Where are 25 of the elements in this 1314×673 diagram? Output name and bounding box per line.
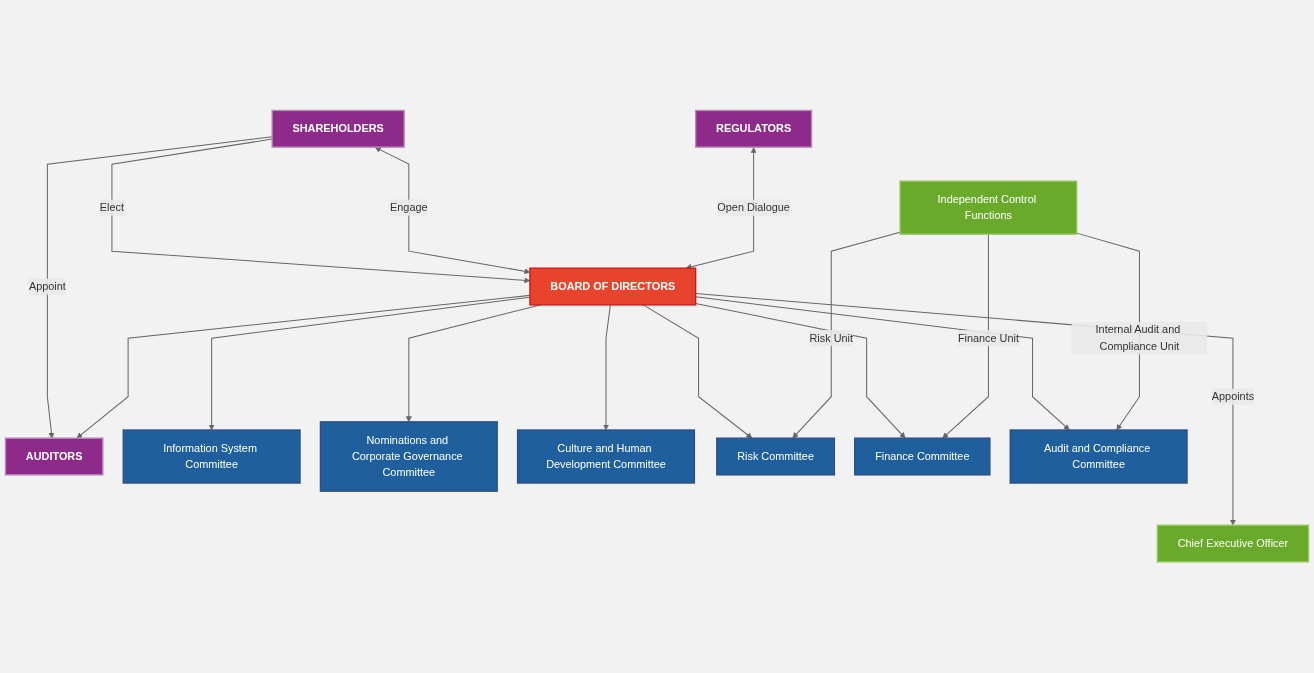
arrow [46,136,273,439]
arrow [603,304,611,431]
node-box: BOARD OF DIRECTORS [529,267,697,306]
node-box: REGULATORS [694,110,813,149]
node-box: Information System Committee [122,429,301,485]
node-box: Risk Committee [716,437,836,476]
edge-label: Open Dialogue [717,201,790,214]
node-box: Culture and Human Development Committee [516,429,696,485]
node-box: Nominations and Corporate Governance Committee [319,421,498,493]
node-box: AUDITORS [4,437,104,476]
node-box: Finance Committee [854,437,991,476]
edge-label: Risk Unit [809,332,854,344]
edge-label: Elect [99,201,125,214]
arrow [942,234,989,439]
node-box: Chief Executive Officer [1156,524,1310,563]
edge-label: Appoints [1211,390,1255,403]
node-box: Audit and Compliance Committee [1009,429,1188,485]
edge-label: Internal Audit and Compliance Unit [1095,324,1181,353]
edge-label: Engage [390,201,428,214]
edge-label: Appoint [28,280,66,293]
arrow [695,303,906,439]
arrow [792,231,901,439]
node-box: SHAREHOLDERS [271,110,405,149]
node-box: Independent Control Functions [899,180,1078,236]
edge-label: Finance Unit [957,332,1019,344]
